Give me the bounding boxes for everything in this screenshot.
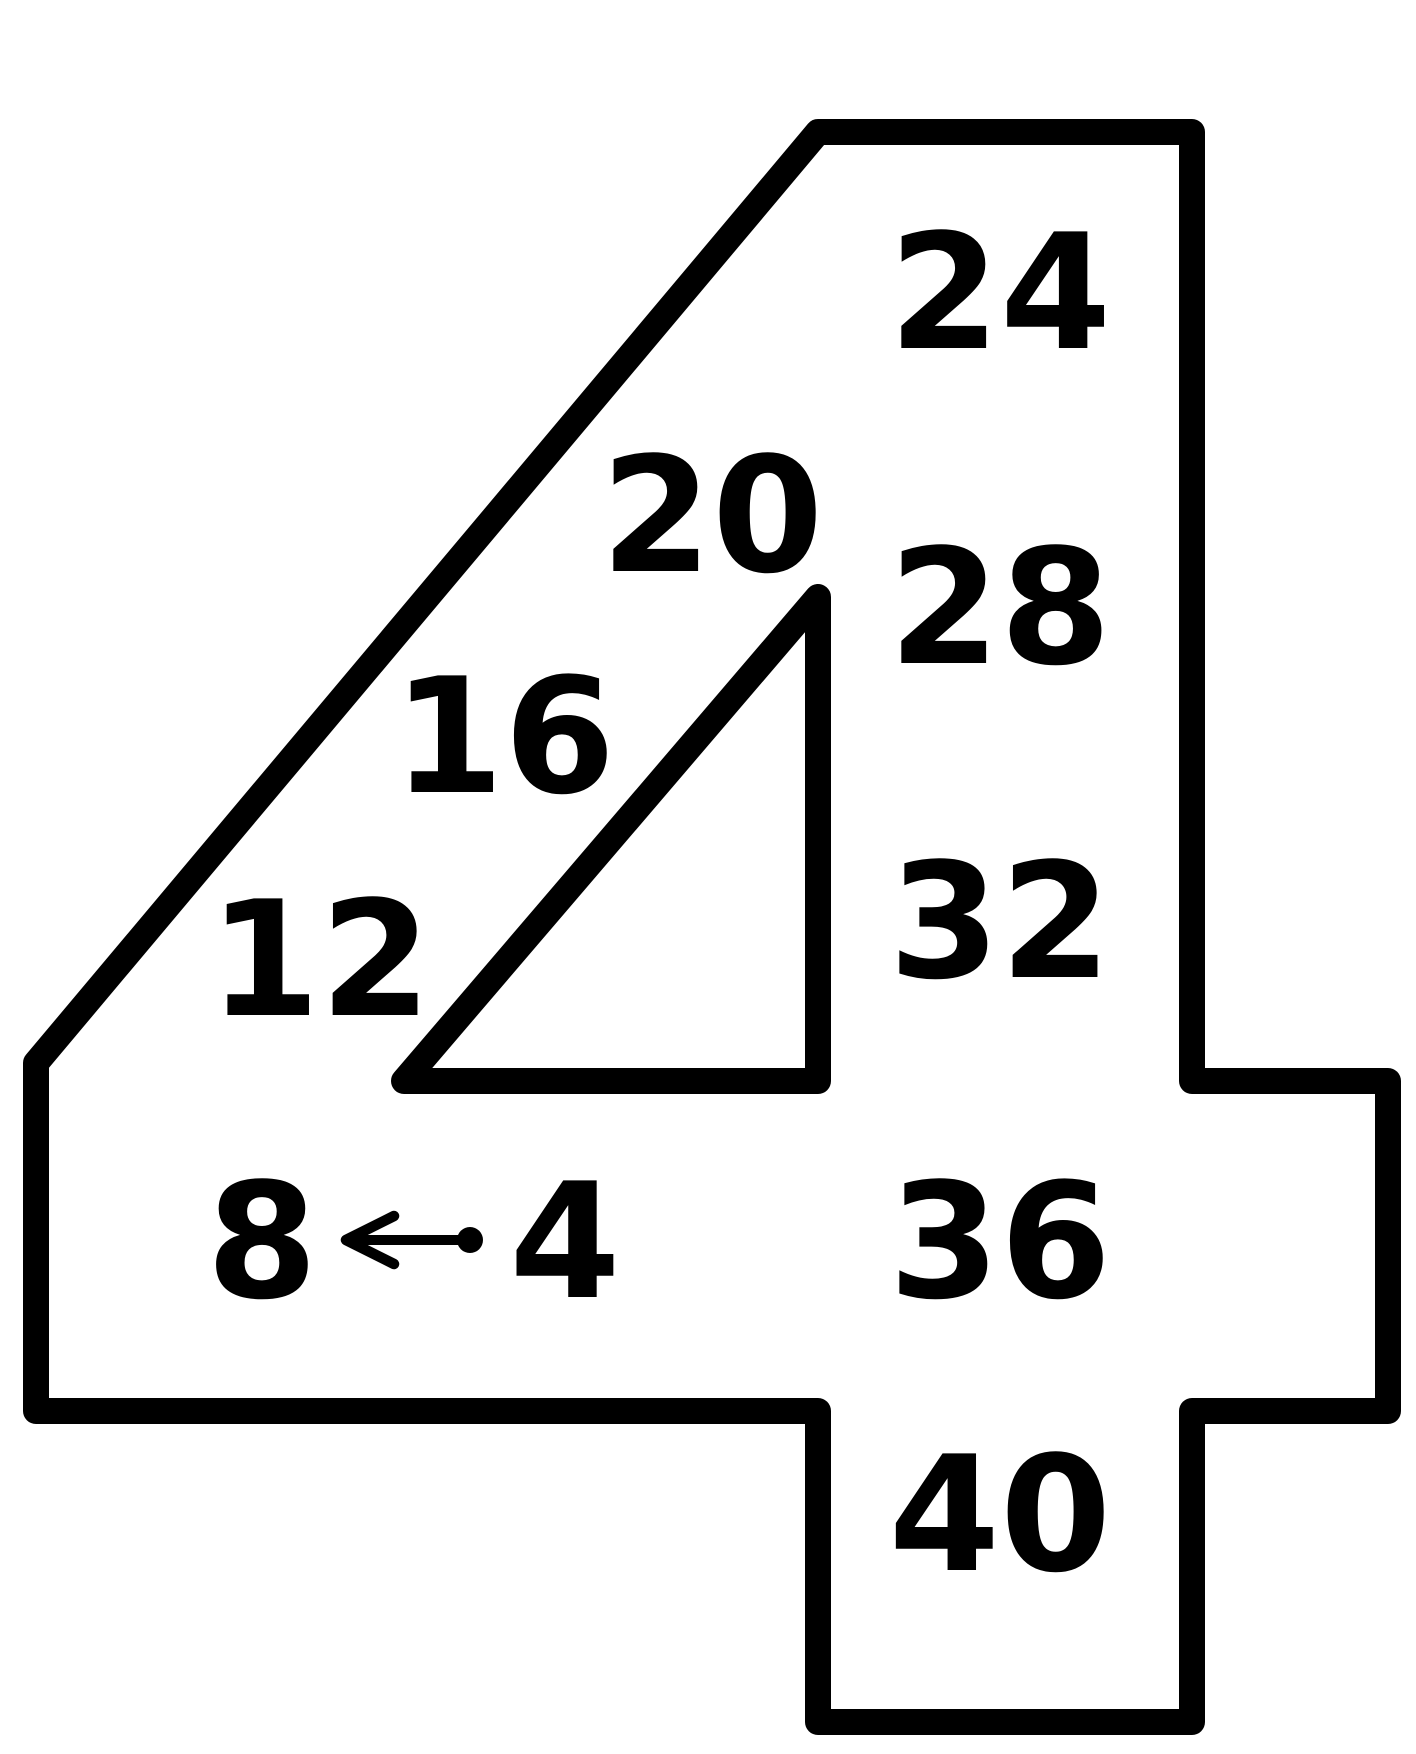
number-24: 24 — [889, 199, 1112, 386]
number-32: 32 — [889, 828, 1112, 1015]
arrow-start-dot — [457, 1227, 483, 1253]
number-16: 16 — [393, 643, 616, 830]
number-8: 8 — [206, 1148, 317, 1335]
number-40: 40 — [889, 1421, 1112, 1608]
number-36: 36 — [889, 1148, 1112, 1335]
arrow-4-to-8 — [340, 1210, 483, 1270]
number-28: 28 — [889, 514, 1112, 701]
number-12: 12 — [209, 866, 432, 1053]
four-inner-triangle — [391, 584, 831, 1094]
number-20: 20 — [601, 422, 824, 609]
number-4: 4 — [509, 1148, 620, 1335]
